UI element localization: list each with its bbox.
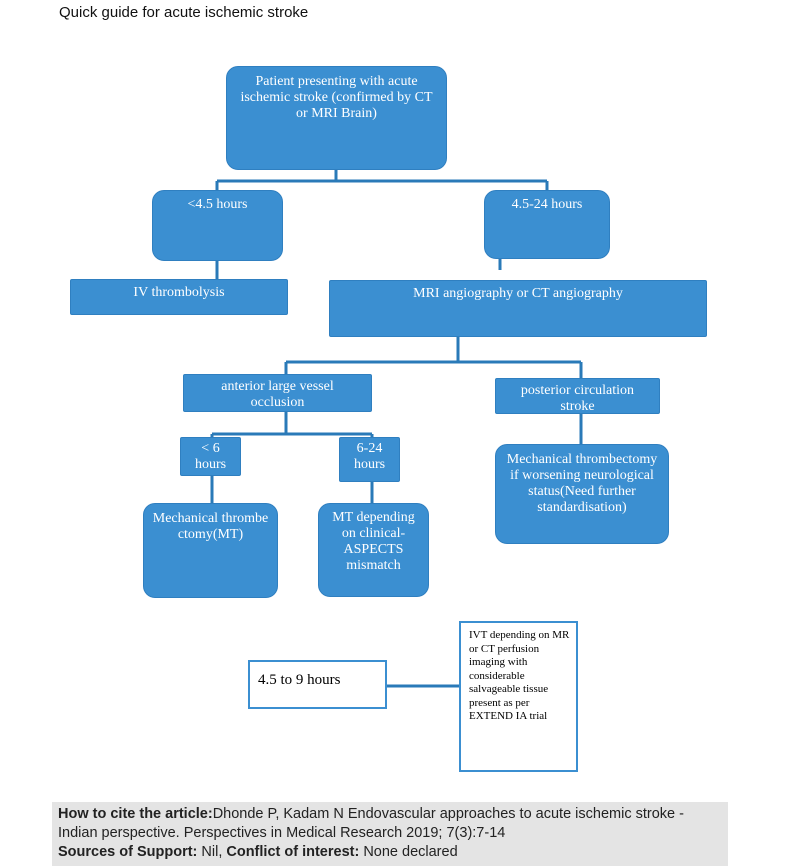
node-lt-6-hours: < 6 hours	[180, 437, 241, 476]
node-lt-4-5-hours: <4.5 hours	[152, 190, 283, 261]
citation-how-to-cite: How to cite the article:Dhonde P, Kadam …	[58, 806, 684, 841]
node-mechanical-thrombectomy: Mechanical thrombectomy(MT)	[143, 503, 278, 598]
node-ivt-extend-trial: IVT depending on MR or CT perfusion imag…	[459, 621, 578, 772]
node-anterior-large-vessel: anterior large vessel occlusion	[183, 374, 372, 412]
node-iv-thrombolysis: IV thrombolysis	[70, 279, 288, 315]
page-title: Quick guide for acute ischemic stroke	[59, 4, 309, 21]
node-6-24-hours: 6-24 hours	[339, 437, 400, 482]
node-mri-angiography: MRI angiography or CT angiography	[329, 280, 707, 337]
node-posterior-circulation: posterior circulation stroke	[495, 378, 660, 414]
citation-support: Sources of Support: Nil, Conflict of int…	[58, 844, 458, 860]
node-4-5-to-9-hours: 4.5 to 9 hours	[248, 660, 387, 709]
node-4-5-24-hours: 4.5-24 hours	[484, 190, 610, 259]
citation-block: How to cite the article:Dhonde P, Kadam …	[52, 802, 728, 866]
node-patient-presenting: Patient presenting with acute ischemic s…	[226, 66, 447, 170]
node-mt-aspects-mismatch: MT depending on clinical-ASPECTS mismatc…	[318, 503, 429, 597]
node-mt-posterior: Mechanical thrombectomy if worsening neu…	[495, 444, 669, 544]
